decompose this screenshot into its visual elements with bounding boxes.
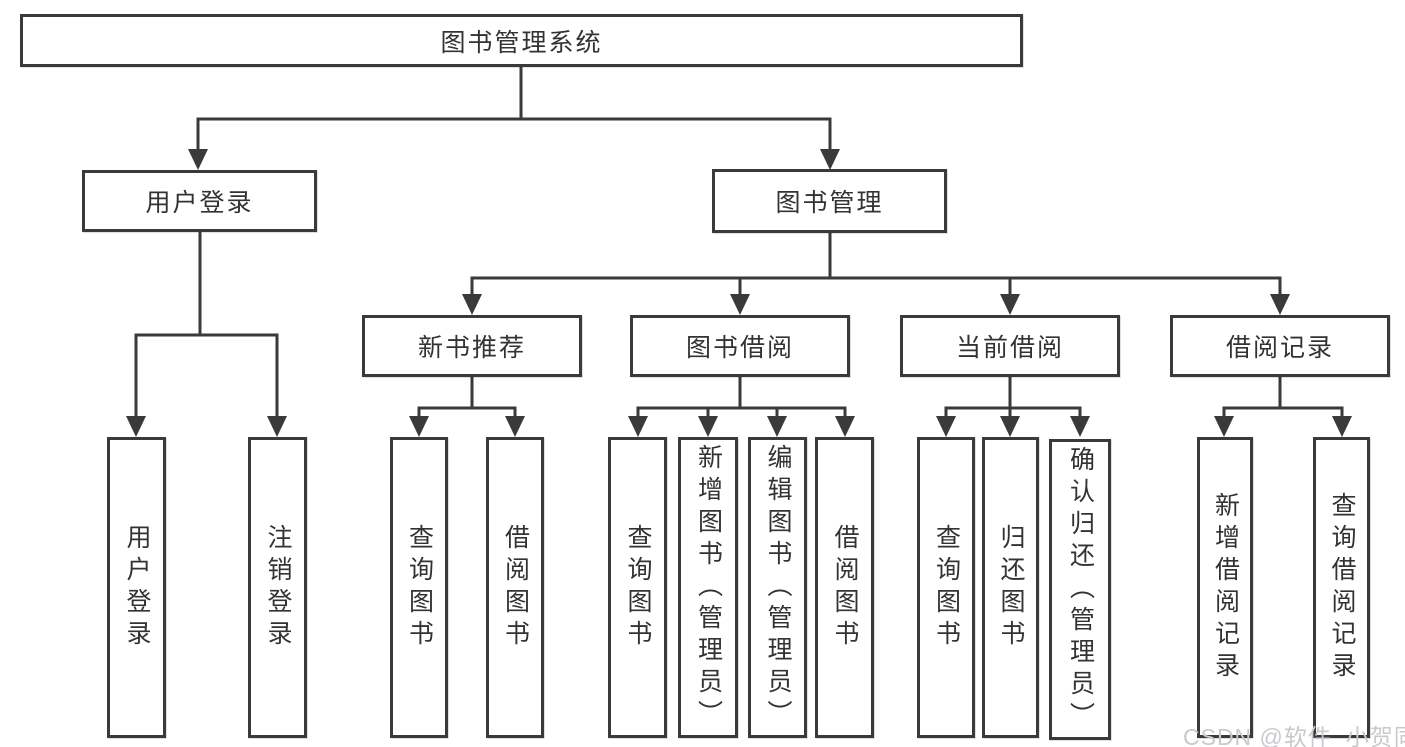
leaf-bb-add-books-admin: 新增图书（管理员）: [678, 437, 738, 738]
node-label: 图书管理系统: [440, 28, 603, 57]
leaf-logout: 注销登录: [248, 437, 307, 738]
node-label: 查询图书: [624, 523, 652, 652]
leaf-br-query-record: 查询借阅记录: [1313, 437, 1370, 738]
node-label: 新书推荐: [417, 334, 526, 362]
node-label: 编辑图书（管理员）: [764, 443, 792, 732]
node-label: 借阅图书: [501, 523, 530, 652]
node-label: 借阅图书: [831, 523, 859, 652]
leaf-user-login: 用户登录: [107, 437, 166, 738]
node-root: 图书管理系统: [20, 14, 1023, 67]
node-current-borrow: 当前借阅: [900, 315, 1120, 377]
leaf-bb-edit-books-admin: 编辑图书（管理员）: [748, 437, 807, 738]
node-book-borrow: 图书借阅: [630, 315, 850, 377]
leaf-cb-query-books: 查询图书: [917, 437, 975, 738]
node-label: 注销登录: [264, 523, 292, 652]
node-label: 查询图书: [405, 523, 434, 652]
leaf-cb-confirm-return-admin: 确认归还（管理员）: [1049, 439, 1111, 740]
node-label: 确认归还（管理员）: [1066, 445, 1095, 734]
node-label: 用户登录: [145, 189, 254, 217]
node-label: 借阅记录: [1225, 334, 1334, 362]
node-label: 当前借阅: [955, 334, 1064, 362]
node-label: 用户登录: [123, 523, 151, 652]
leaf-cb-return-books: 归还图书: [982, 437, 1039, 738]
node-label: 新增图书（管理员）: [694, 443, 723, 732]
node-borrow-records: 借阅记录: [1170, 315, 1390, 377]
leaf-bb-borrow-books: 借阅图书: [815, 437, 874, 738]
node-book-management: 图书管理: [712, 169, 947, 233]
leaf-nbr-borrow-books: 借阅图书: [486, 437, 544, 738]
node-user-login-group: 用户登录: [82, 170, 317, 232]
leaf-bb-query-books: 查询图书: [608, 437, 667, 738]
watermark: CSDN @软件_小贺同学: [1183, 724, 1405, 747]
leaf-nbr-query-books: 查询图书: [390, 437, 448, 738]
node-label: 图书管理: [775, 189, 884, 217]
node-label: 图书借阅: [685, 334, 794, 362]
node-label: 查询图书: [932, 523, 961, 652]
node-label: 新增借阅记录: [1211, 491, 1240, 684]
node-new-book-recommend: 新书推荐: [362, 315, 582, 377]
node-label: 归还图书: [997, 523, 1025, 652]
node-label: 查询借阅记录: [1328, 491, 1356, 684]
leaf-br-add-record: 新增借阅记录: [1197, 437, 1253, 738]
